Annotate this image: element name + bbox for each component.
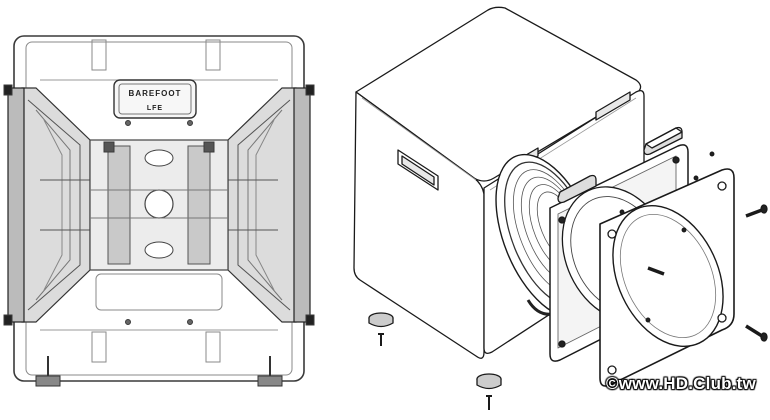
lower-panel (95, 273, 223, 311)
xray-front-view (3, 35, 315, 387)
watermark-text: ©www.HD.Club.tw (606, 374, 756, 393)
right-woofer (227, 84, 315, 326)
top-handle-left (91, 39, 107, 71)
left-woofer (3, 84, 91, 326)
screw-middle (647, 266, 665, 276)
cabinet-foot-left (368, 312, 394, 346)
logo-bottom-text: LFE (147, 105, 163, 112)
screw-dot (187, 319, 193, 325)
screw-dot (125, 120, 131, 126)
logo-top-text: BAREFOOT (129, 89, 182, 98)
bottom-handle-left (91, 331, 107, 363)
cabinet-top-face (355, 6, 642, 182)
bottom-handle-right (205, 331, 221, 363)
foot-left (35, 375, 61, 387)
screw-dot (187, 120, 193, 126)
exploded-view (353, 6, 768, 410)
screw-top-right (745, 204, 768, 218)
center-brace (89, 139, 229, 271)
top-handle-right (205, 39, 221, 71)
screw-dot (125, 319, 131, 325)
top-slot-right (595, 91, 631, 121)
bracket-pad (643, 126, 683, 156)
ring-plate (599, 168, 735, 387)
foot-right (257, 375, 283, 387)
cabinet-foot-bottom (476, 373, 502, 410)
bracket-pad-2 (557, 174, 597, 204)
logo-badge (113, 79, 197, 119)
screw-bottom-right (745, 324, 768, 342)
logo-badge-inner (118, 83, 192, 115)
side-handle (397, 149, 439, 191)
cabinet-left-face (353, 91, 485, 359)
